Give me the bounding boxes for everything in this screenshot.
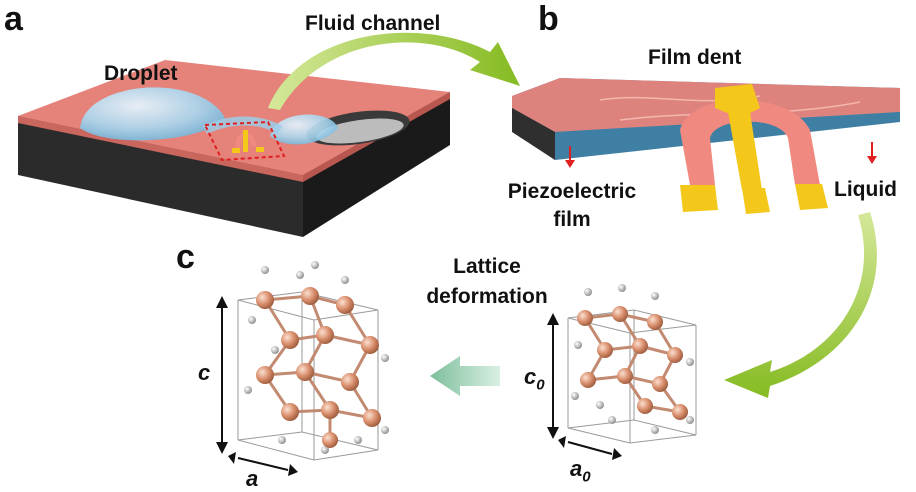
down-curved-arrow	[724, 212, 877, 398]
dimension-a0-arrow	[558, 436, 622, 460]
fluid-channel-arrow	[268, 32, 520, 110]
dimension-a-arrow	[228, 452, 298, 476]
a0-base: a	[570, 456, 583, 481]
sensor-highlight-box	[203, 120, 286, 162]
droplet	[80, 87, 338, 145]
electrode-u	[680, 84, 828, 214]
axis-label-a0: a0	[570, 456, 591, 485]
axis-label-a: a	[246, 466, 259, 491]
dimension-c0-arrow	[547, 313, 559, 439]
droplet-label: Droplet	[104, 62, 178, 85]
dimension-c-arrow	[216, 296, 228, 454]
lattice-deformation-label: Lattice deformation	[412, 252, 562, 312]
a0-sub: 0	[582, 468, 591, 486]
film-dent-label: Film dent	[648, 46, 742, 69]
lattice-line2: deformation	[426, 285, 548, 308]
panel-label-a: a	[4, 0, 23, 38]
lattice-deformed	[237, 261, 389, 461]
panel-label-b: b	[538, 0, 559, 38]
fluid-channel-hole	[306, 110, 410, 146]
strain-arrows	[565, 142, 877, 168]
panel-label-c: c	[176, 238, 195, 276]
piezo-line2: film	[553, 208, 591, 231]
piezoelectric-film-label: Piezoelectric film	[492, 178, 652, 234]
c0-base: c	[524, 364, 537, 389]
c0-sub: 0	[536, 376, 545, 394]
fluid-channel-label: Fluid channel	[305, 12, 441, 35]
axis-label-c0: c0	[524, 364, 545, 393]
axis-label-c: c	[198, 360, 211, 385]
piezo-line1: Piezoelectric	[507, 180, 637, 203]
lattice-original	[567, 284, 697, 444]
liquid-label: Liquid	[834, 178, 897, 201]
lattice-deformation-arrow	[430, 356, 500, 396]
lattice-line1: Lattice	[453, 255, 521, 278]
